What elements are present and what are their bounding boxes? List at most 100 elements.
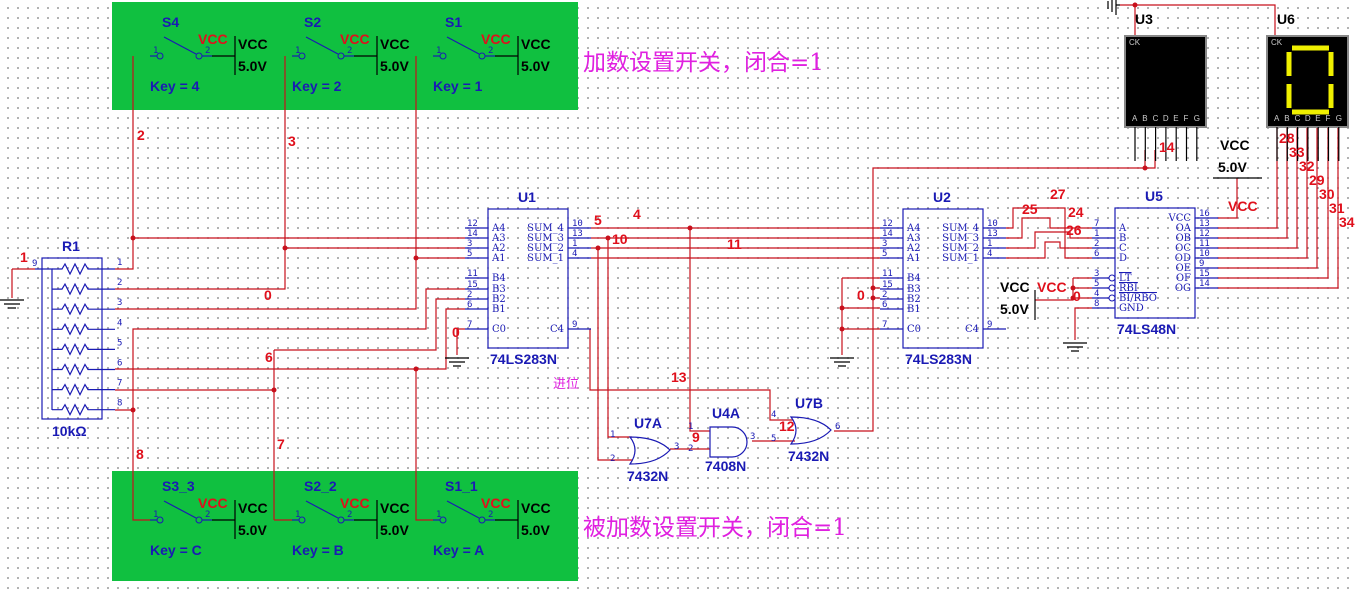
svg-text:74LS283N: 74LS283N bbox=[905, 351, 972, 367]
pin-name: OA bbox=[1176, 223, 1192, 234]
switch-vcc-net: VCC bbox=[340, 31, 370, 47]
switch-ref: S2_2 bbox=[304, 478, 337, 494]
switch-blade bbox=[163, 36, 197, 55]
svg-text:C: C bbox=[1153, 114, 1159, 123]
net-label: 9 bbox=[692, 429, 700, 445]
pin-name: C4 bbox=[965, 324, 979, 335]
svg-text:5.0V: 5.0V bbox=[238, 522, 267, 538]
svg-text:VCC: VCC bbox=[1037, 279, 1067, 295]
svg-text:G: G bbox=[1194, 114, 1200, 123]
augend-switch-note: 被加数设置开关，闭合=1 bbox=[583, 515, 847, 541]
switch-blade bbox=[446, 500, 480, 519]
svg-text:U5: U5 bbox=[1145, 188, 1163, 204]
net-label: 11 bbox=[727, 236, 742, 252]
net-label: 12 bbox=[779, 418, 795, 434]
switch-blade bbox=[305, 500, 339, 519]
pin-number: 3 bbox=[1094, 269, 1099, 279]
svg-text:2: 2 bbox=[610, 454, 615, 464]
pin-name: A4 bbox=[906, 223, 921, 234]
svg-text:U1: U1 bbox=[518, 189, 536, 205]
svg-text:VCC: VCC bbox=[238, 500, 268, 516]
svg-text:G: G bbox=[1336, 114, 1342, 123]
pin-number: 15 bbox=[882, 280, 893, 290]
augend-switch-panel bbox=[112, 471, 578, 581]
pin-number: 1 bbox=[987, 239, 992, 249]
svg-text:3: 3 bbox=[674, 442, 679, 452]
pin-name: B1 bbox=[907, 304, 921, 315]
display-digit-segments bbox=[1286, 45, 1334, 115]
resistor-element bbox=[52, 282, 115, 296]
net-label: 6 bbox=[265, 349, 273, 365]
resistor-element bbox=[52, 322, 115, 336]
svg-text:1: 1 bbox=[610, 430, 615, 440]
pin-number: 7 bbox=[467, 320, 472, 330]
resistor-pin-number: 6 bbox=[117, 359, 122, 369]
pin-number: 12 bbox=[1199, 229, 1210, 239]
pin-name: C bbox=[1119, 243, 1127, 254]
pin-name: A2 bbox=[906, 243, 921, 254]
svg-text:2: 2 bbox=[205, 46, 210, 56]
svg-text:VCC: VCC bbox=[380, 36, 410, 52]
pin-number: 11 bbox=[1199, 239, 1210, 249]
svg-text:2: 2 bbox=[205, 510, 210, 520]
pin-name: SUM_1 bbox=[942, 253, 979, 264]
switch-key-label: Key = 2 bbox=[292, 78, 342, 94]
net-label: 1 bbox=[20, 249, 28, 265]
net-label: 0 bbox=[857, 287, 865, 303]
svg-text:CK: CK bbox=[1271, 38, 1283, 47]
pin-name: C0 bbox=[907, 324, 921, 335]
svg-text:1: 1 bbox=[436, 510, 441, 520]
pin-number: 1 bbox=[572, 239, 577, 249]
power-source-vcc-u5: VCC 5.0V VCC bbox=[1213, 137, 1262, 214]
svg-text:9: 9 bbox=[32, 259, 37, 269]
pin-number: 5 bbox=[467, 249, 472, 259]
pin-name: B bbox=[1119, 233, 1126, 244]
display-digit-value: 0 bbox=[0, 0, 8, 4]
svg-text:U6: U6 bbox=[1277, 11, 1295, 27]
pin-number: 7 bbox=[1094, 219, 1099, 229]
resistor-pin-number: 1 bbox=[117, 258, 122, 268]
svg-text:5.0V: 5.0V bbox=[1218, 159, 1247, 175]
svg-text:4: 4 bbox=[771, 410, 776, 420]
svg-text:VCC: VCC bbox=[380, 500, 410, 516]
power-source-vcc-blanking: VCC 5.0V VCC bbox=[1000, 279, 1067, 320]
net-label: 7 bbox=[277, 436, 285, 452]
resistor-element bbox=[52, 302, 115, 316]
pin-number: 7 bbox=[882, 320, 887, 330]
pin-number: 8 bbox=[1094, 299, 1099, 309]
pin-number: 3 bbox=[882, 239, 887, 249]
svg-text:2: 2 bbox=[488, 46, 493, 56]
pin-number: 10 bbox=[1199, 249, 1210, 259]
pin-name: B4 bbox=[907, 273, 921, 284]
pin-number: 13 bbox=[572, 229, 583, 239]
resistor-element bbox=[52, 343, 115, 356]
svg-text:F: F bbox=[1184, 114, 1189, 123]
ground-icon bbox=[0, 299, 24, 309]
pin-number: 6 bbox=[882, 300, 887, 310]
pin-name: B4 bbox=[492, 273, 506, 284]
net-label: 27 bbox=[1050, 186, 1066, 202]
pin-name: SUM_3 bbox=[527, 233, 564, 244]
svg-text:7432N: 7432N bbox=[788, 448, 829, 464]
pin-name: SUM_2 bbox=[942, 243, 979, 254]
switch-key-label: Key = C bbox=[150, 542, 202, 558]
ground-icon bbox=[1063, 342, 1087, 352]
addend-switch-note: 加数设置开关，闭合=1 bbox=[583, 50, 824, 76]
pin-number: 13 bbox=[1199, 219, 1210, 229]
pin-name: D bbox=[1119, 253, 1127, 264]
